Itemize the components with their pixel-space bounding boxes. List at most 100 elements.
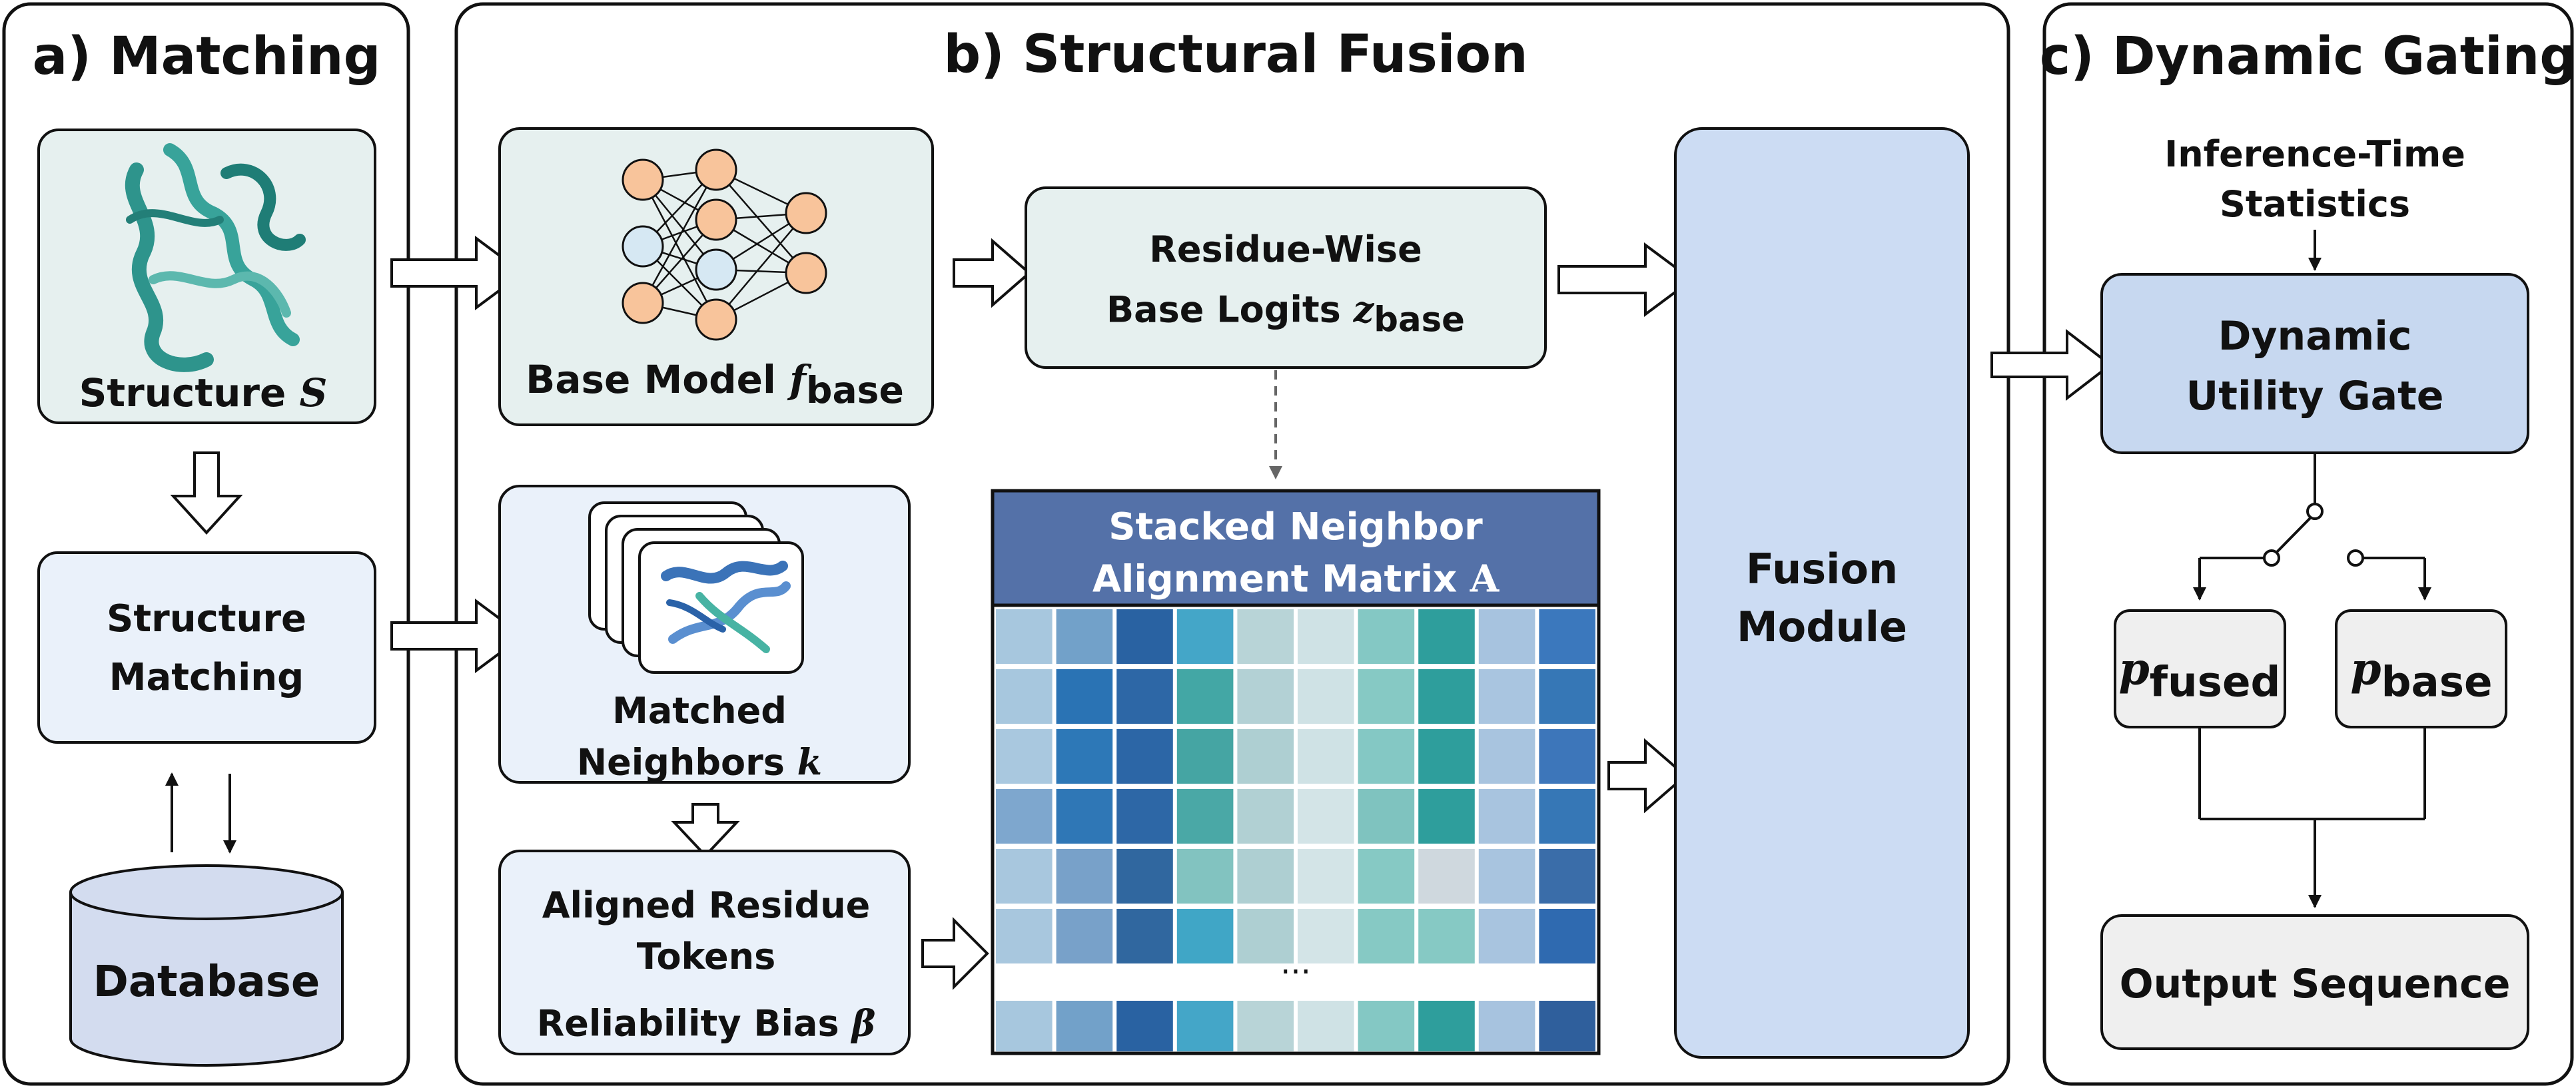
matrix-header [991,489,1601,607]
matrix-cell [1298,1001,1354,1051]
matrix-cell [1539,789,1595,844]
matrix-cell [1358,1001,1415,1051]
arrow-tokens-to-matrix [921,917,989,990]
arrow-base-model-to-logits [953,238,1032,308]
structure-matching-box [37,551,376,744]
matrix-cell [1539,1001,1595,1051]
matrix-cell [1539,729,1595,784]
neighbors-label-line1: Matched [612,690,787,732]
matrix-cell [1176,1001,1234,1051]
matrix-cell [1237,909,1294,963]
matrix-cell [1237,1001,1294,1051]
matrix-cell [1056,729,1113,784]
matrix-cell [996,849,1053,904]
structure-box [37,129,376,424]
switch-icon [2193,453,2431,601]
matrix-cell [1116,909,1173,963]
matrix-cell [1478,789,1535,844]
panel-title-structural-fusion: b) Structural Fusion [943,25,1528,85]
neural-network-icon [622,148,827,341]
matrix-cell [1358,609,1415,664]
matrix-cell [1418,909,1475,963]
matrix-cell [1298,609,1354,664]
matrix-cell [1116,609,1173,664]
gate-label-line1: Dynamic [2218,313,2412,360]
matrix-cell [1539,609,1595,664]
neighbors-label-line2: Neighbors k [576,740,823,784]
matrix-cell [1298,849,1354,904]
matrix-cell [1176,849,1234,904]
matrix-cell [1478,609,1535,664]
logits-label-line2: Base Logits zbase [1106,288,1465,340]
matrix-cell [1478,1001,1535,1051]
fusion-module-label-line2: Module [1736,603,1908,651]
down-arrow-neighbors-to-tokens [671,803,740,858]
matrix-cell [1056,609,1113,664]
matrix-cell [1358,669,1415,724]
matrix-cell [1176,729,1234,784]
arrow-matrix-to-fusion [1607,738,1688,814]
down-arrow-structure-to-matching [170,451,243,535]
matrix-cell [1539,849,1595,904]
aligned-tokens-label-line1: Aligned Residue [542,884,871,926]
matrix-cell [1478,729,1535,784]
matrix-cell [1539,669,1595,724]
fusion-module-label-line1: Fusion [1745,545,1899,593]
merge-connector [2198,727,2426,908]
output-sequence-label: Output Sequence [2119,961,2511,1007]
matrix-cell [996,609,1053,664]
database-label: Database [93,957,320,1007]
matrix-cell [1237,849,1294,904]
logits-box [1025,186,1547,369]
matrix-cell [1539,909,1595,963]
matrix-cell [1056,1001,1113,1051]
panel-title-dynamic-gating: c) Dynamic Gating [2039,27,2576,87]
matrix-title-line1: Stacked Neighbor [1108,505,1483,549]
matrix-title-line2: Alignment Matrix A [1092,557,1500,601]
matrix-ellipsis: ··· [1280,953,1311,991]
matrix-cell [1358,849,1415,904]
arrow-fusion-to-gate [1990,328,2113,402]
structure-label: Structure S [79,370,328,415]
matrix-cell [1176,789,1234,844]
gate-label-line2: Utility Gate [2186,373,2444,419]
matrix-cell [996,1001,1053,1051]
structure-matching-label-2: Matching [109,656,304,699]
reliability-bias-label: Reliability Bias β [536,1001,876,1045]
matrix-cell [1056,669,1113,724]
p-base-label: pbase [2350,643,2493,706]
matrix-cell [1478,849,1535,904]
matrix-cell [1418,789,1475,844]
output-sequence-box [2100,914,2529,1050]
structure-matching-label: Structure [106,597,307,641]
inference-stats-line2: Statistics [2219,183,2411,225]
matrix-cell [1056,849,1113,904]
protein-structure-icon [125,143,306,372]
arrow-logits-to-fusion [1557,242,1695,317]
matrix-cell [1418,669,1475,724]
matrix-cell [1116,669,1173,724]
matrix-cell [1478,909,1535,963]
matrix-cell [1116,729,1173,784]
matrix-cell [1418,849,1475,904]
matrix-cell [996,909,1053,963]
matrix-cell [1358,789,1415,844]
aligned-tokens-label-line2: Tokens [636,936,776,977]
inference-stats-line1: Inference-Time [2164,133,2465,175]
matrix-cell [1116,849,1173,904]
matrix-cell [1116,789,1173,844]
matrix-cell [1237,789,1294,844]
matrix-cell [1358,909,1415,963]
matrix-cell [1116,1001,1173,1051]
protein-stack-icon [588,501,804,674]
matrix-cell [1298,909,1354,963]
matrix-cell [996,789,1053,844]
matrix-cell [1237,729,1294,784]
alignment-matrix [991,489,1601,1055]
matrix-cell [1478,669,1535,724]
matrix-cell [1418,609,1475,664]
matrix-cell [1298,789,1354,844]
matrix-cell [1298,669,1354,724]
p-base-box [2335,609,2507,728]
